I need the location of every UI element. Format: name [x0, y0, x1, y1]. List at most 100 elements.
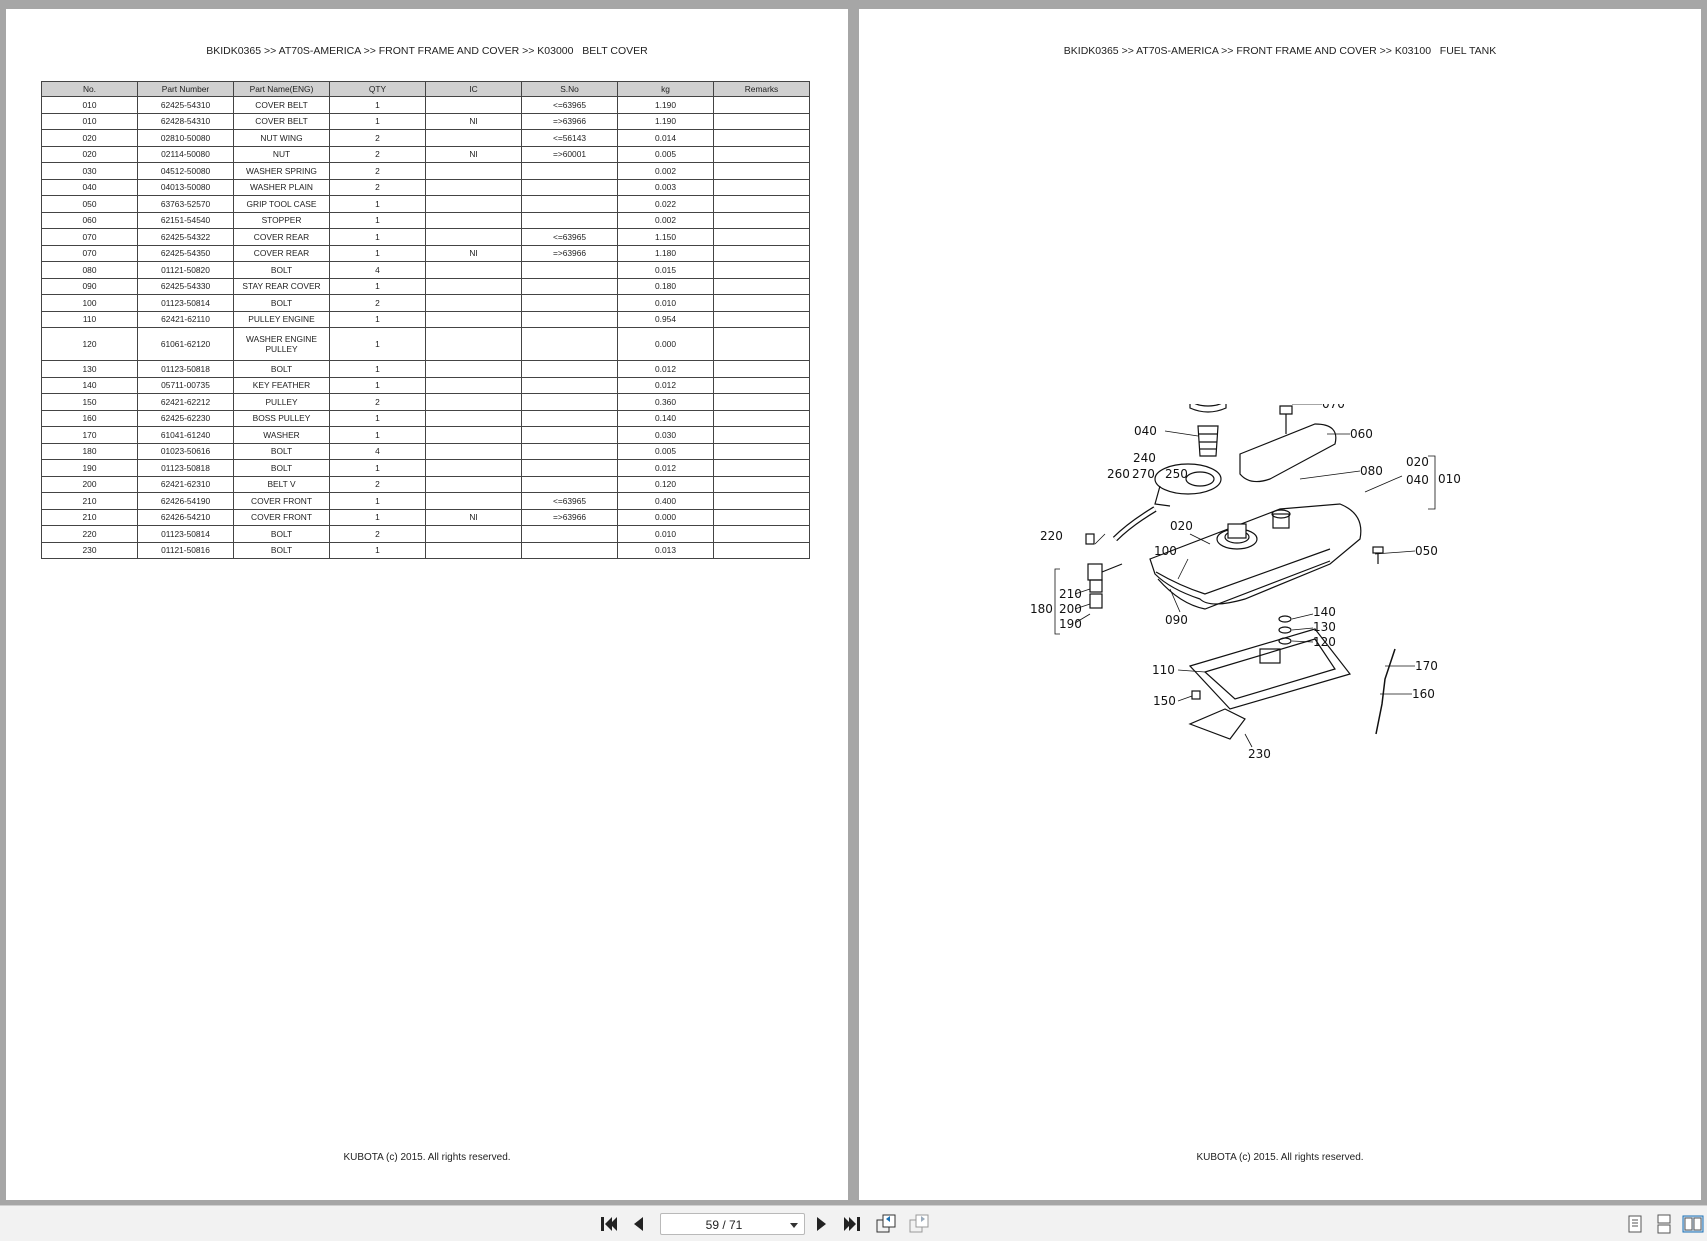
table-cell: COVER BELT — [233, 96, 330, 114]
table-cell: 210 — [41, 492, 138, 510]
table-cell: 090 — [41, 277, 138, 295]
column-header: kg — [617, 81, 714, 97]
table-cell: 62151-54540 — [137, 211, 234, 229]
table-cell — [425, 442, 522, 460]
table-cell: 4 — [329, 442, 426, 460]
table-cell — [713, 294, 810, 312]
table-cell: 62425-54330 — [137, 277, 234, 295]
table-cell — [521, 162, 618, 180]
callout-010: 010 — [1438, 472, 1461, 486]
callout-170: 170 — [1415, 659, 1438, 673]
table-cell: 1 — [329, 112, 426, 130]
table-cell: 61061-62120 — [137, 327, 234, 361]
table-cell — [521, 327, 618, 361]
prev-page-icon[interactable] — [628, 1214, 650, 1234]
cover-plate — [1239, 423, 1337, 483]
table-cell: 62421-62110 — [137, 310, 234, 328]
table-cell — [521, 211, 618, 229]
table-cell: 2 — [329, 475, 426, 493]
table-cell: 0.400 — [617, 492, 714, 510]
table-cell: NI — [425, 244, 522, 262]
viewer-toolbar: 59 / 71 — [0, 1205, 1707, 1241]
table-cell — [713, 360, 810, 378]
table-cell — [425, 261, 522, 279]
table-cell: 230 — [41, 541, 138, 559]
last-page-icon[interactable] — [841, 1214, 863, 1234]
breadcrumb: BKIDK0365 >> AT70S-AMERICA >> FRONT FRAM… — [206, 45, 648, 57]
callout-270: 270 — [1132, 467, 1155, 481]
table-cell: 190 — [41, 459, 138, 477]
table-cell — [425, 376, 522, 394]
table-cell: =>63966 — [521, 244, 618, 262]
table-cell — [521, 525, 618, 543]
table-cell — [713, 475, 810, 493]
table-cell: 100 — [41, 294, 138, 312]
table-cell — [521, 393, 618, 411]
callout-190: 190 — [1059, 617, 1082, 631]
callout-040-right: 040 — [1406, 473, 1429, 487]
table-cell: BELT V — [233, 475, 330, 493]
table-cell: 0.014 — [617, 129, 714, 147]
table-cell: 020 — [41, 145, 138, 163]
fuel-cap — [1194, 404, 1222, 407]
next-page-icon[interactable] — [810, 1214, 832, 1234]
page-indicator: 59 / 71 — [705, 1218, 743, 1232]
table-cell: 01123-50818 — [137, 360, 234, 378]
table-cell: WASHER PLAIN — [233, 178, 330, 196]
table-cell — [713, 409, 810, 427]
document-page-right: BKIDK0365 >> AT70S-AMERICA >> FRONT FRAM… — [859, 9, 1701, 1200]
table-cell: 0.012 — [617, 459, 714, 477]
table-cell: 1 — [329, 211, 426, 229]
column-header: No. — [41, 81, 138, 97]
table-cell: 080 — [41, 261, 138, 279]
table-cell: 0.012 — [617, 376, 714, 394]
table-cell — [713, 178, 810, 196]
table-cell: 150 — [41, 393, 138, 411]
table-cell: 1 — [329, 492, 426, 510]
table-cell: 1 — [329, 376, 426, 394]
continuous-view-icon[interactable] — [1653, 1214, 1675, 1234]
table-cell: 0.003 — [617, 178, 714, 196]
table-cell: WASHER ENGINE PULLEY — [233, 327, 330, 361]
table-cell: 02114-50080 — [137, 145, 234, 163]
table-cell: NI — [425, 112, 522, 130]
chevron-down-icon[interactable] — [790, 1223, 798, 1228]
single-page-view-icon[interactable] — [1624, 1214, 1646, 1234]
go-back-view-icon[interactable] — [875, 1214, 897, 1234]
two-page-view-icon[interactable] — [1682, 1214, 1704, 1234]
callout-150: 150 — [1153, 694, 1176, 708]
table-cell: 02810-50080 — [137, 129, 234, 147]
page-number-field[interactable]: 59 / 71 — [660, 1213, 805, 1235]
table-cell — [713, 162, 810, 180]
table-cell: 61041-61240 — [137, 426, 234, 444]
table-cell — [713, 277, 810, 295]
table-cell: 62425-62230 — [137, 409, 234, 427]
go-forward-view-icon[interactable] — [908, 1214, 930, 1234]
table-cell — [521, 261, 618, 279]
table-cell: 110 — [41, 310, 138, 328]
table-cell — [521, 459, 618, 477]
callout-100: 100 — [1154, 544, 1177, 558]
table-cell: 01121-50820 — [137, 261, 234, 279]
table-cell: =>63966 — [521, 508, 618, 526]
table-cell: 01023-50616 — [137, 442, 234, 460]
choke-lever — [1375, 648, 1396, 735]
table-cell: NI — [425, 145, 522, 163]
table-cell: 1.180 — [617, 244, 714, 262]
table-cell — [425, 492, 522, 510]
table-cell — [425, 178, 522, 196]
table-cell — [713, 211, 810, 229]
first-page-icon[interactable] — [598, 1214, 620, 1234]
document-page-left: BKIDK0365 >> AT70S-AMERICA >> FRONT FRAM… — [6, 9, 848, 1200]
table-cell — [521, 541, 618, 559]
table-cell: 1 — [329, 327, 426, 361]
table-cell: 62421-62310 — [137, 475, 234, 493]
